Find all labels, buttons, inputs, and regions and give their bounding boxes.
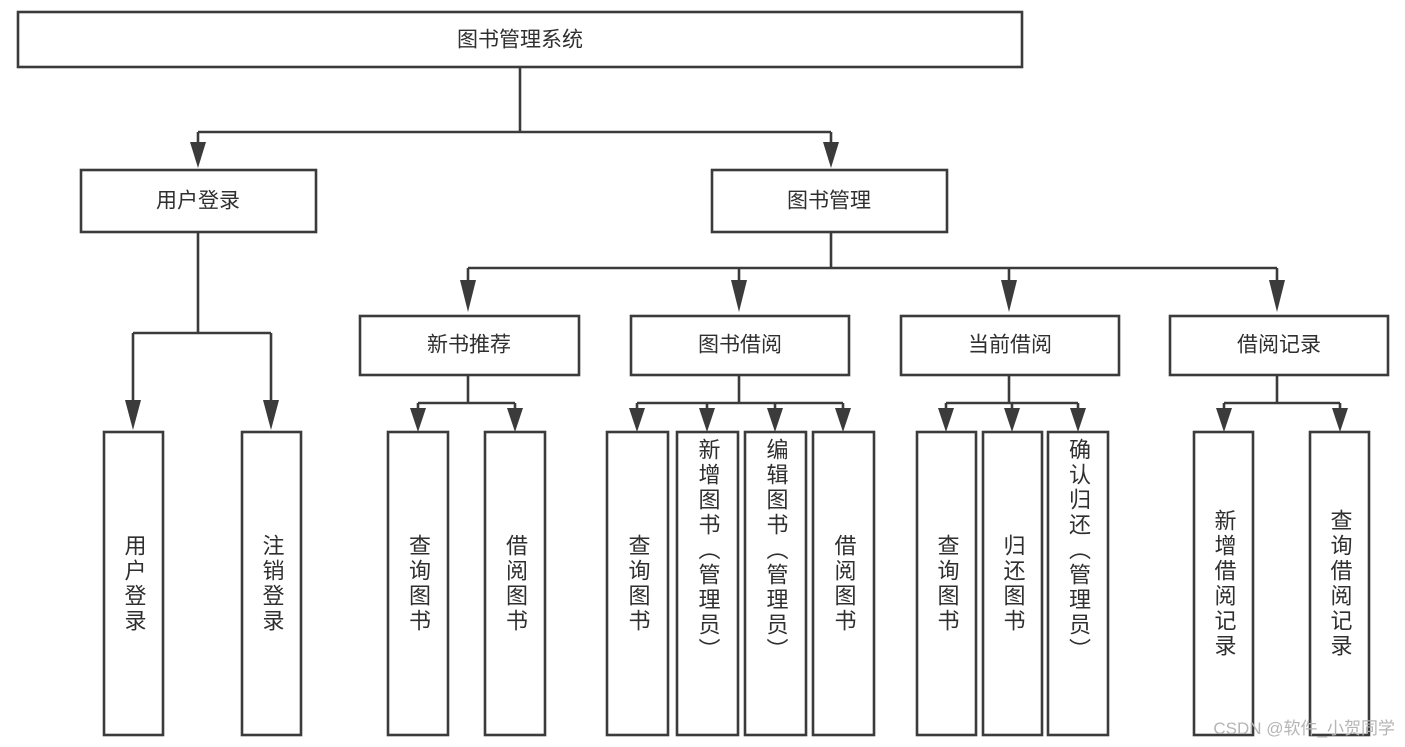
node-new-book-rec-label: 新书推荐 [427, 334, 511, 357]
node-user-login[interactable]: 用户登录 [79, 168, 318, 234]
node-book-manage-label: 图书管理 [787, 190, 871, 213]
node-leaf-user-login-box[interactable] [102, 430, 165, 737]
arrow-bookmanage-to-bookborrow [731, 280, 747, 312]
edge-layer [125, 67, 1348, 432]
node-leaf-query-book-3-label: 查询图书 [934, 533, 960, 634]
node-book-manage[interactable]: 图书管理 [710, 168, 949, 234]
arrow-bookmanage-to-newbook [460, 280, 476, 312]
node-leaf-query-book-3-text-wrap: 查询图书 [934, 533, 960, 634]
node-leaf-query-book-2[interactable]: 查询图书 [605, 430, 670, 737]
arrow-bookborrow-to-leaf2 [699, 408, 715, 432]
node-leaf-query-record[interactable]: 查询借阅记录 [1308, 430, 1371, 737]
node-leaf-borrow-book-2-text-wrap: 借阅图书 [831, 533, 857, 634]
node-leaf-query-book-3[interactable]: 查询图书 [915, 430, 978, 737]
node-leaf-add-record[interactable]: 新增借阅记录 [1192, 430, 1255, 737]
node-leaf-query-record-text-wrap: 查询借阅记录 [1327, 508, 1353, 659]
node-leaf-add-book-label: 新增图书（管理员） [695, 438, 721, 663]
node-leaf-edit-book[interactable]: 编辑图书（管理员） [743, 430, 808, 737]
node-leaf-return-book-box[interactable] [981, 430, 1044, 737]
node-user-login-box[interactable] [79, 168, 318, 234]
node-leaf-add-book-text-wrap: 新增图书（管理员） [695, 438, 721, 663]
node-leaf-logout-label: 注销登录 [259, 533, 285, 634]
node-leaf-add-record-label: 新增借阅记录 [1211, 508, 1237, 659]
node-leaf-add-book-box[interactable] [675, 430, 740, 737]
node-leaf-add-record-text-wrap: 新增借阅记录 [1211, 508, 1237, 659]
node-root[interactable]: 图书管理系统 [16, 10, 1024, 69]
node-leaf-query-book-2-text-wrap: 查询图书 [625, 533, 651, 634]
node-layer: 图书管理系统 用户登录 图书管理 新书推荐 图书借阅 [16, 10, 1390, 737]
node-leaf-query-book-1-text-wrap: 查询图书 [406, 533, 431, 634]
node-new-book-rec-box[interactable] [358, 314, 581, 377]
node-leaf-return-book-label: 归还图书 [1000, 533, 1026, 634]
node-leaf-borrow-book-1[interactable]: 借阅图书 [483, 430, 547, 737]
node-leaf-confirm-return-box[interactable] [1046, 430, 1110, 737]
node-leaf-confirm-return-text-wrap: 确认归还（管理员） [1066, 438, 1091, 663]
arrow-newbook-to-leaf2 [507, 408, 523, 432]
node-user-login-label: 用户登录 [156, 190, 240, 213]
node-leaf-add-book[interactable]: 新增图书（管理员） [675, 430, 740, 737]
arrow-userlogin-to-leaf2 [263, 400, 279, 430]
node-root-box[interactable] [16, 10, 1024, 69]
arrow-bookmanage-to-currentborrow [1001, 280, 1017, 312]
arrow-currentborrow-to-leaf3 [1070, 408, 1086, 432]
node-leaf-edit-book-label: 编辑图书（管理员） [763, 438, 789, 663]
node-borrow-record-label: 借阅记录 [1237, 334, 1321, 357]
arrow-bookborrow-to-leaf1 [629, 408, 645, 432]
node-book-borrow-label: 图书借阅 [698, 334, 782, 357]
node-leaf-borrow-book-2-box[interactable] [811, 430, 876, 737]
node-leaf-return-book-text-wrap: 归还图书 [1000, 533, 1026, 634]
node-leaf-edit-book-text-wrap: 编辑图书（管理员） [763, 438, 789, 663]
node-leaf-add-record-box[interactable] [1192, 430, 1255, 737]
node-leaf-query-book-1-box[interactable] [386, 430, 450, 737]
arrow-borrowrecord-to-leaf1 [1216, 408, 1232, 432]
node-leaf-confirm-return[interactable]: 确认归还（管理员） [1046, 430, 1110, 737]
node-leaf-logout[interactable]: 注销登录 [240, 430, 303, 737]
node-leaf-query-record-box[interactable] [1308, 430, 1371, 737]
node-leaf-query-book-2-box[interactable] [605, 430, 670, 737]
node-borrow-record-box[interactable] [1168, 314, 1390, 377]
arrow-root-to-book-manage [823, 142, 839, 168]
arrow-newbook-to-leaf1 [410, 408, 426, 432]
node-leaf-borrow-book-1-text-wrap: 借阅图书 [503, 533, 528, 634]
node-book-manage-box[interactable] [710, 168, 949, 234]
node-current-borrow[interactable]: 当前借阅 [899, 314, 1121, 377]
node-leaf-borrow-book-1-label: 借阅图书 [503, 533, 528, 634]
node-leaf-query-book-3-box[interactable] [915, 430, 978, 737]
node-leaf-return-book[interactable]: 归还图书 [981, 430, 1044, 737]
node-leaf-user-login[interactable]: 用户登录 [102, 430, 165, 737]
node-leaf-user-login-label: 用户登录 [121, 533, 147, 634]
node-leaf-query-book-1-label: 查询图书 [406, 533, 431, 634]
node-leaf-edit-book-box[interactable] [743, 430, 808, 737]
node-borrow-record[interactable]: 借阅记录 [1168, 314, 1390, 377]
arrow-bookborrow-to-leaf3 [767, 408, 783, 432]
arrow-borrowrecord-to-leaf2 [1332, 408, 1348, 432]
node-leaf-query-book-2-label: 查询图书 [625, 533, 651, 634]
arrow-bookborrow-to-leaf4 [835, 408, 851, 432]
node-leaf-borrow-book-2[interactable]: 借阅图书 [811, 430, 876, 737]
arrow-userlogin-to-leaf1 [125, 400, 141, 430]
arrow-root-to-user-login [190, 142, 206, 168]
arrow-currentborrow-to-leaf2 [1004, 408, 1020, 432]
arrow-currentborrow-to-leaf1 [938, 408, 954, 432]
node-book-borrow-box[interactable] [629, 314, 851, 377]
node-current-borrow-label: 当前借阅 [968, 334, 1052, 357]
node-leaf-logout-box[interactable] [240, 430, 303, 737]
node-leaf-borrow-book-1-box[interactable] [483, 430, 547, 737]
node-new-book-rec[interactable]: 新书推荐 [358, 314, 581, 377]
node-leaf-logout-text-wrap: 注销登录 [259, 533, 285, 634]
node-leaf-confirm-return-label: 确认归还（管理员） [1066, 438, 1091, 663]
arrow-bookmanage-to-borrowrecord [1269, 280, 1285, 312]
node-current-borrow-box[interactable] [899, 314, 1121, 377]
node-leaf-query-book-1[interactable]: 查询图书 [386, 430, 450, 737]
node-book-borrow[interactable]: 图书借阅 [629, 314, 851, 377]
node-leaf-borrow-book-2-label: 借阅图书 [831, 533, 857, 634]
node-root-label: 图书管理系统 [457, 29, 583, 52]
node-leaf-user-login-text-wrap: 用户登录 [121, 533, 147, 634]
node-leaf-query-record-label: 查询借阅记录 [1327, 508, 1353, 659]
